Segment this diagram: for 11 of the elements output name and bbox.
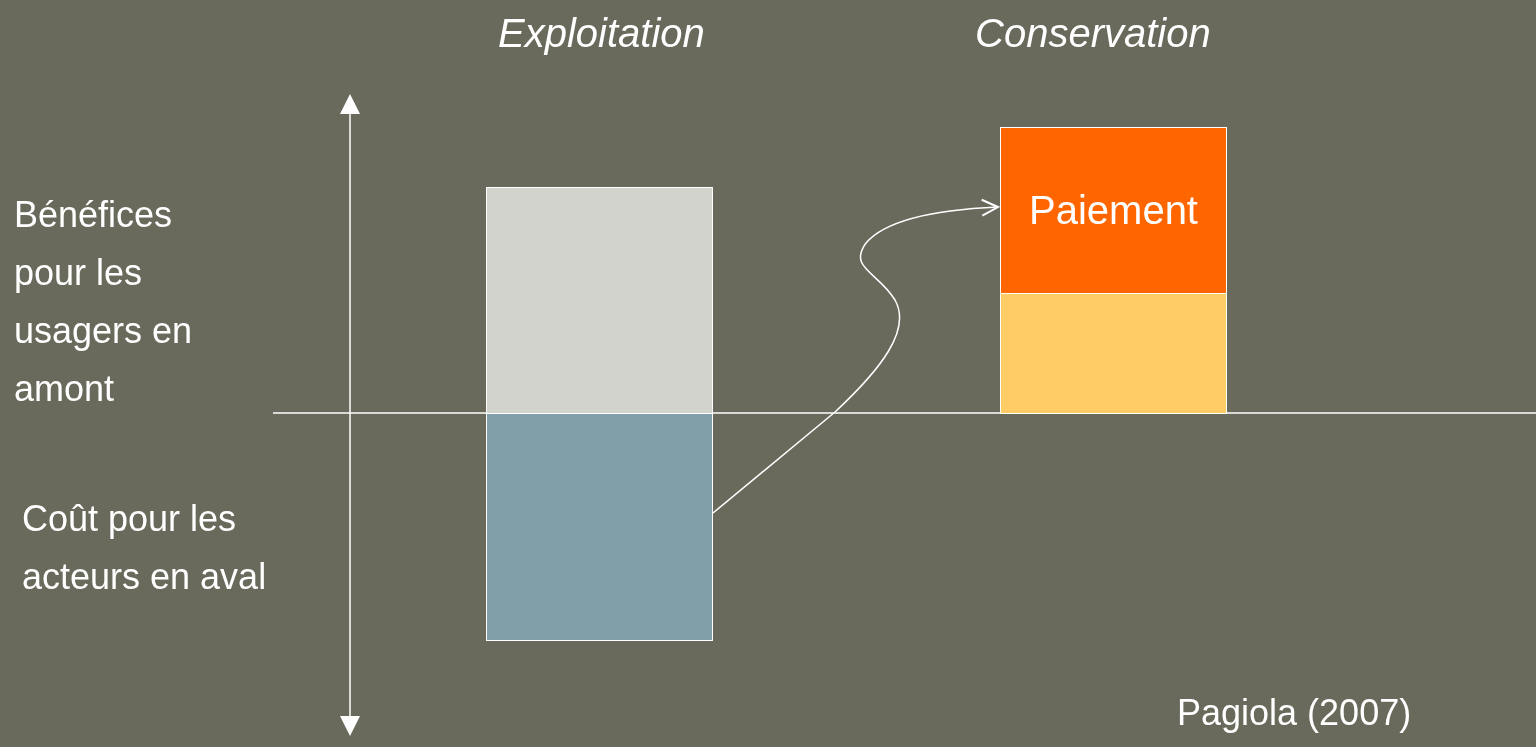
payment-box [1000, 127, 1227, 294]
benefit-bar [486, 187, 713, 414]
curved-arrow [712, 198, 999, 514]
column-heading: Conservation [975, 10, 1212, 57]
cost-bar [486, 413, 713, 641]
axis-label: Coût pour les acteurs en aval [22, 497, 268, 599]
column-heading: Exploitation [498, 10, 706, 57]
box-label: Paiement [1029, 188, 1198, 233]
axis-label: Bénéfices pour les usagers en amont [14, 193, 194, 411]
source-note: Pagiola (2007) [1177, 691, 1413, 735]
conservation-bar [1000, 293, 1227, 414]
